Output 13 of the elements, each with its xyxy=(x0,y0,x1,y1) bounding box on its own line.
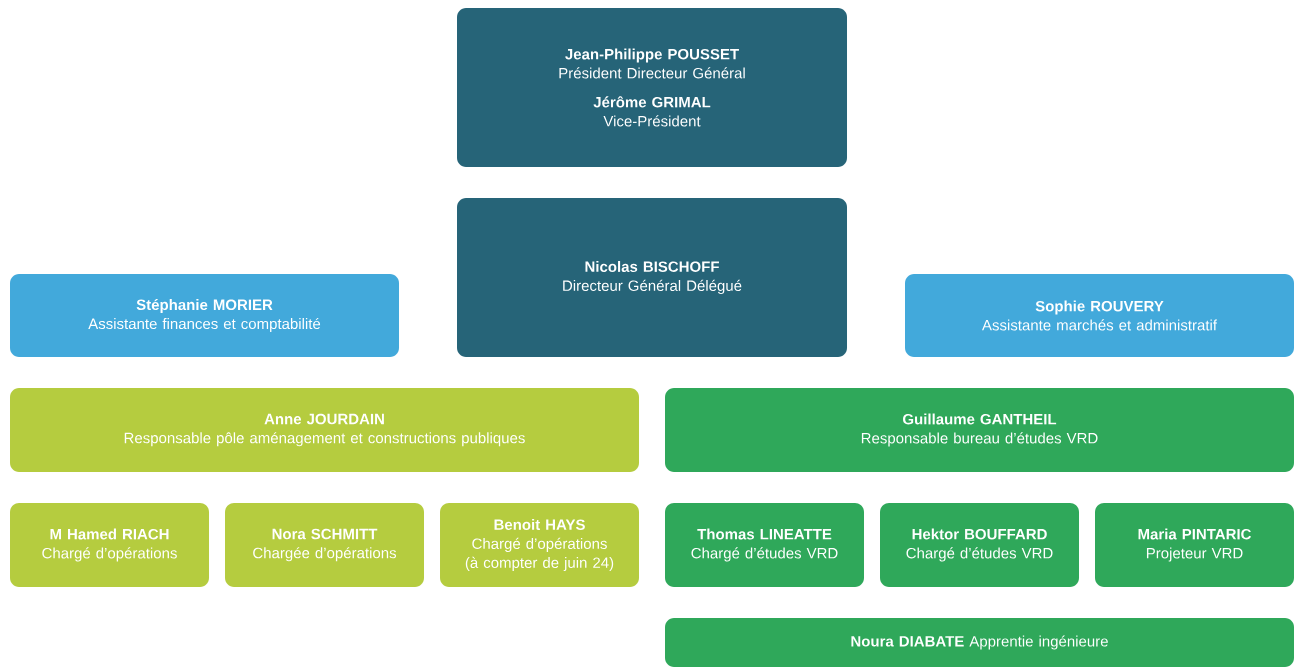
person-box: Noura DIABATE Apprentie ingénieure xyxy=(665,618,1294,667)
person-box: Anne JOURDAIN Responsable pôle aménagement et constructions publiques xyxy=(10,388,639,472)
person-box: Guillaume GANTHEIL Responsable bureau d’études VRD xyxy=(665,388,1294,472)
person-box: Jean-Philippe POUSSET Président Directeur Général Jérôme GRIMAL Vice-Président xyxy=(457,8,847,167)
person-box: Nicolas BISCHOFF Directeur Général Délégué xyxy=(457,198,847,357)
person-box: Hektor BOUFFARD Chargé d’études VRD xyxy=(880,503,1079,587)
person-box: Stéphanie MORIER Assistante finances et comptabilité xyxy=(10,274,399,357)
person-box: M Hamed RIACH Chargé d’opérations xyxy=(10,503,209,587)
person-box: Sophie ROUVERY Assistante marchés et administratif xyxy=(905,274,1294,357)
person-box: Nora SCHMITT Chargée d’opérations xyxy=(225,503,424,587)
person-box: Maria PINTARIC Projeteur VRD xyxy=(1095,503,1294,587)
person-box: Thomas LINEATTE Chargé d’études VRD xyxy=(665,503,864,587)
person-box: Benoit HAYS Chargé d’opérations (à compter de juin 24) xyxy=(440,503,639,587)
